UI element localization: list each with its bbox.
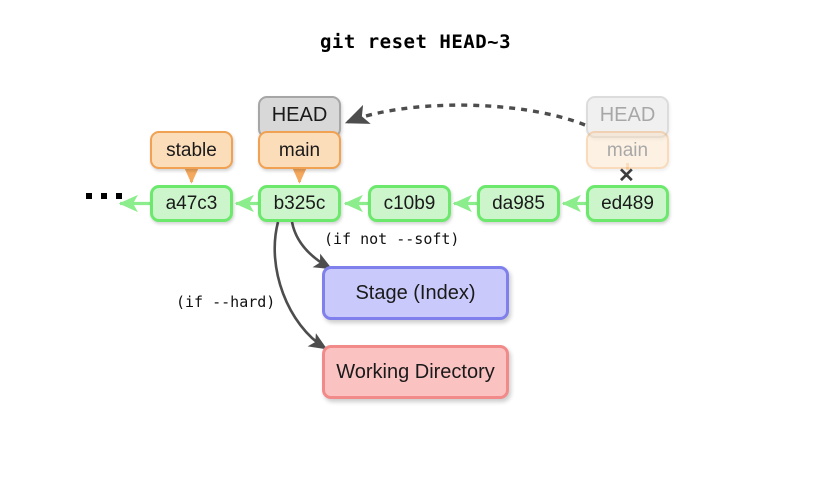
commit-node-c10b9[interactable]: c10b9 [368,185,451,222]
stage-index-box[interactable]: Stage (Index) [322,266,509,320]
branch-label-main-previous: main [586,131,669,169]
branch-label-stable[interactable]: stable [150,131,233,169]
diagram-title: git reset HEAD~3 [319,31,512,53]
ellipsis-dot [86,193,92,199]
commit-node-ed489[interactable]: ed489 [586,185,669,222]
head-move-dashed-arrow [344,103,586,127]
working-directory-box[interactable]: Working Directory [322,345,509,399]
head-label-previous: HEAD [586,96,669,138]
annotation-if-not-soft: (if not --soft) [324,230,460,248]
ref-pointer-arrows [183,163,629,184]
commit-node-a47c3[interactable]: a47c3 [150,185,233,222]
ellipsis-dot [101,193,107,199]
ref-removed-x-icon: ✕ [618,165,635,187]
commit-node-da985[interactable]: da985 [477,185,560,222]
reset-to-working-directory-arrow [273,221,328,350]
history-ellipsis [86,193,122,199]
ellipsis-dot [116,193,122,199]
annotation-if-hard: (if --hard) [176,293,276,311]
branch-label-main-current[interactable]: main [258,131,341,169]
commit-node-b325c[interactable]: b325c [258,185,341,222]
